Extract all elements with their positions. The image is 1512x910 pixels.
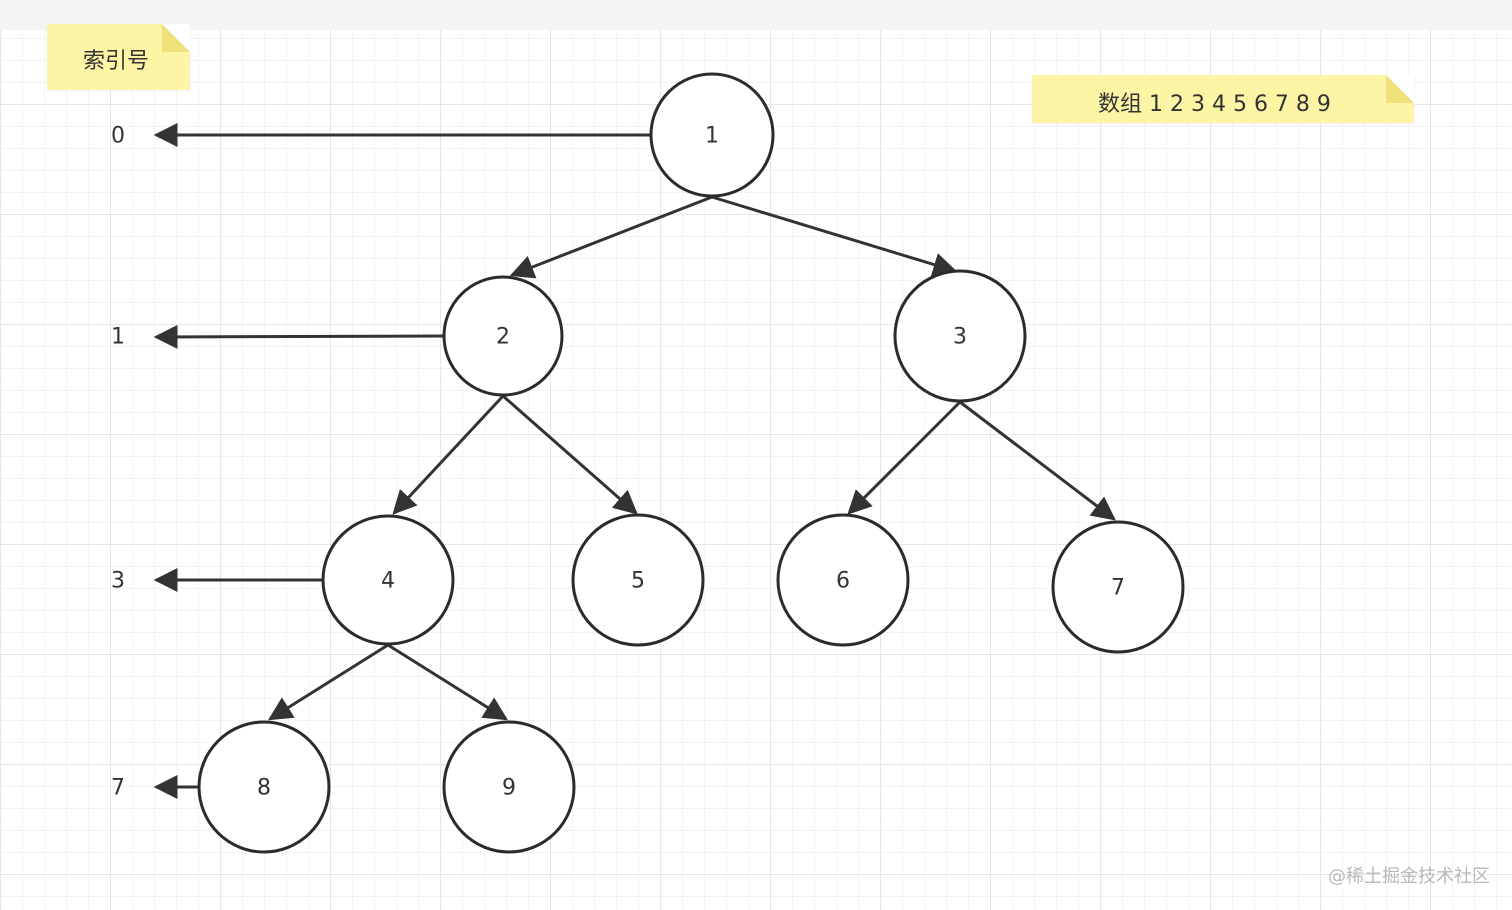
tree-node-4[interactable]: 4 <box>321 514 455 646</box>
node-label: 7 <box>1111 576 1125 601</box>
node-label: 2 <box>496 325 510 350</box>
node-label: 6 <box>836 569 850 594</box>
edge-1-2 <box>509 195 713 279</box>
node-circle <box>442 275 564 397</box>
index-note-text: 索引号 <box>83 49 150 74</box>
node-circle <box>893 269 1027 403</box>
index-sticky-note[interactable]: 索引号 <box>47 24 190 90</box>
edge-4-8 <box>267 643 389 721</box>
node-label: 5 <box>631 569 645 594</box>
edge-1-3 <box>711 195 958 277</box>
node-circle <box>571 513 705 647</box>
index-label-7: 7 <box>111 776 125 801</box>
tree-node-3[interactable]: 3 <box>893 269 1027 403</box>
array-note-text: 数组 1 2 3 4 5 6 7 8 9 <box>1098 92 1331 117</box>
node-label: 3 <box>953 325 967 350</box>
array-sticky-note[interactable]: 数组 1 2 3 4 5 6 7 8 9 <box>1032 75 1414 123</box>
node-circle <box>197 720 331 854</box>
tree-node-7[interactable]: 7 <box>1051 520 1185 654</box>
edge-3-6 <box>847 400 962 515</box>
node-label: 9 <box>502 776 516 801</box>
index-label-1: 1 <box>111 325 125 350</box>
node-label: 4 <box>381 569 395 594</box>
tree-node-8[interactable]: 8 <box>197 720 331 854</box>
node-circle <box>321 514 455 646</box>
tree-node-6[interactable]: 6 <box>776 513 910 647</box>
node-circle <box>1051 520 1185 654</box>
edge-3-7 <box>959 400 1116 521</box>
index-label-3: 3 <box>111 569 125 594</box>
node-label: 8 <box>257 776 271 801</box>
note-fold-corner <box>1386 75 1414 103</box>
tree-node-2[interactable]: 2 <box>442 275 564 397</box>
index-label-0: 0 <box>111 124 125 149</box>
tree-node-1[interactable]: 1 <box>649 72 775 198</box>
node-label: 1 <box>705 124 719 149</box>
edge-2-5 <box>502 394 638 515</box>
top-bar <box>0 0 1512 30</box>
note-fold-corner <box>162 24 190 52</box>
watermark: @稀土掘金技术社区 <box>1328 866 1490 887</box>
node-circle <box>442 720 576 854</box>
tree-node-9[interactable]: 9 <box>442 720 576 854</box>
tree-node-5[interactable]: 5 <box>571 513 705 647</box>
edge-2-4 <box>392 394 505 515</box>
node-circle <box>776 513 910 647</box>
edge-4-9 <box>387 643 509 721</box>
node-circle <box>649 72 775 198</box>
index-arrow-1 <box>153 324 445 349</box>
